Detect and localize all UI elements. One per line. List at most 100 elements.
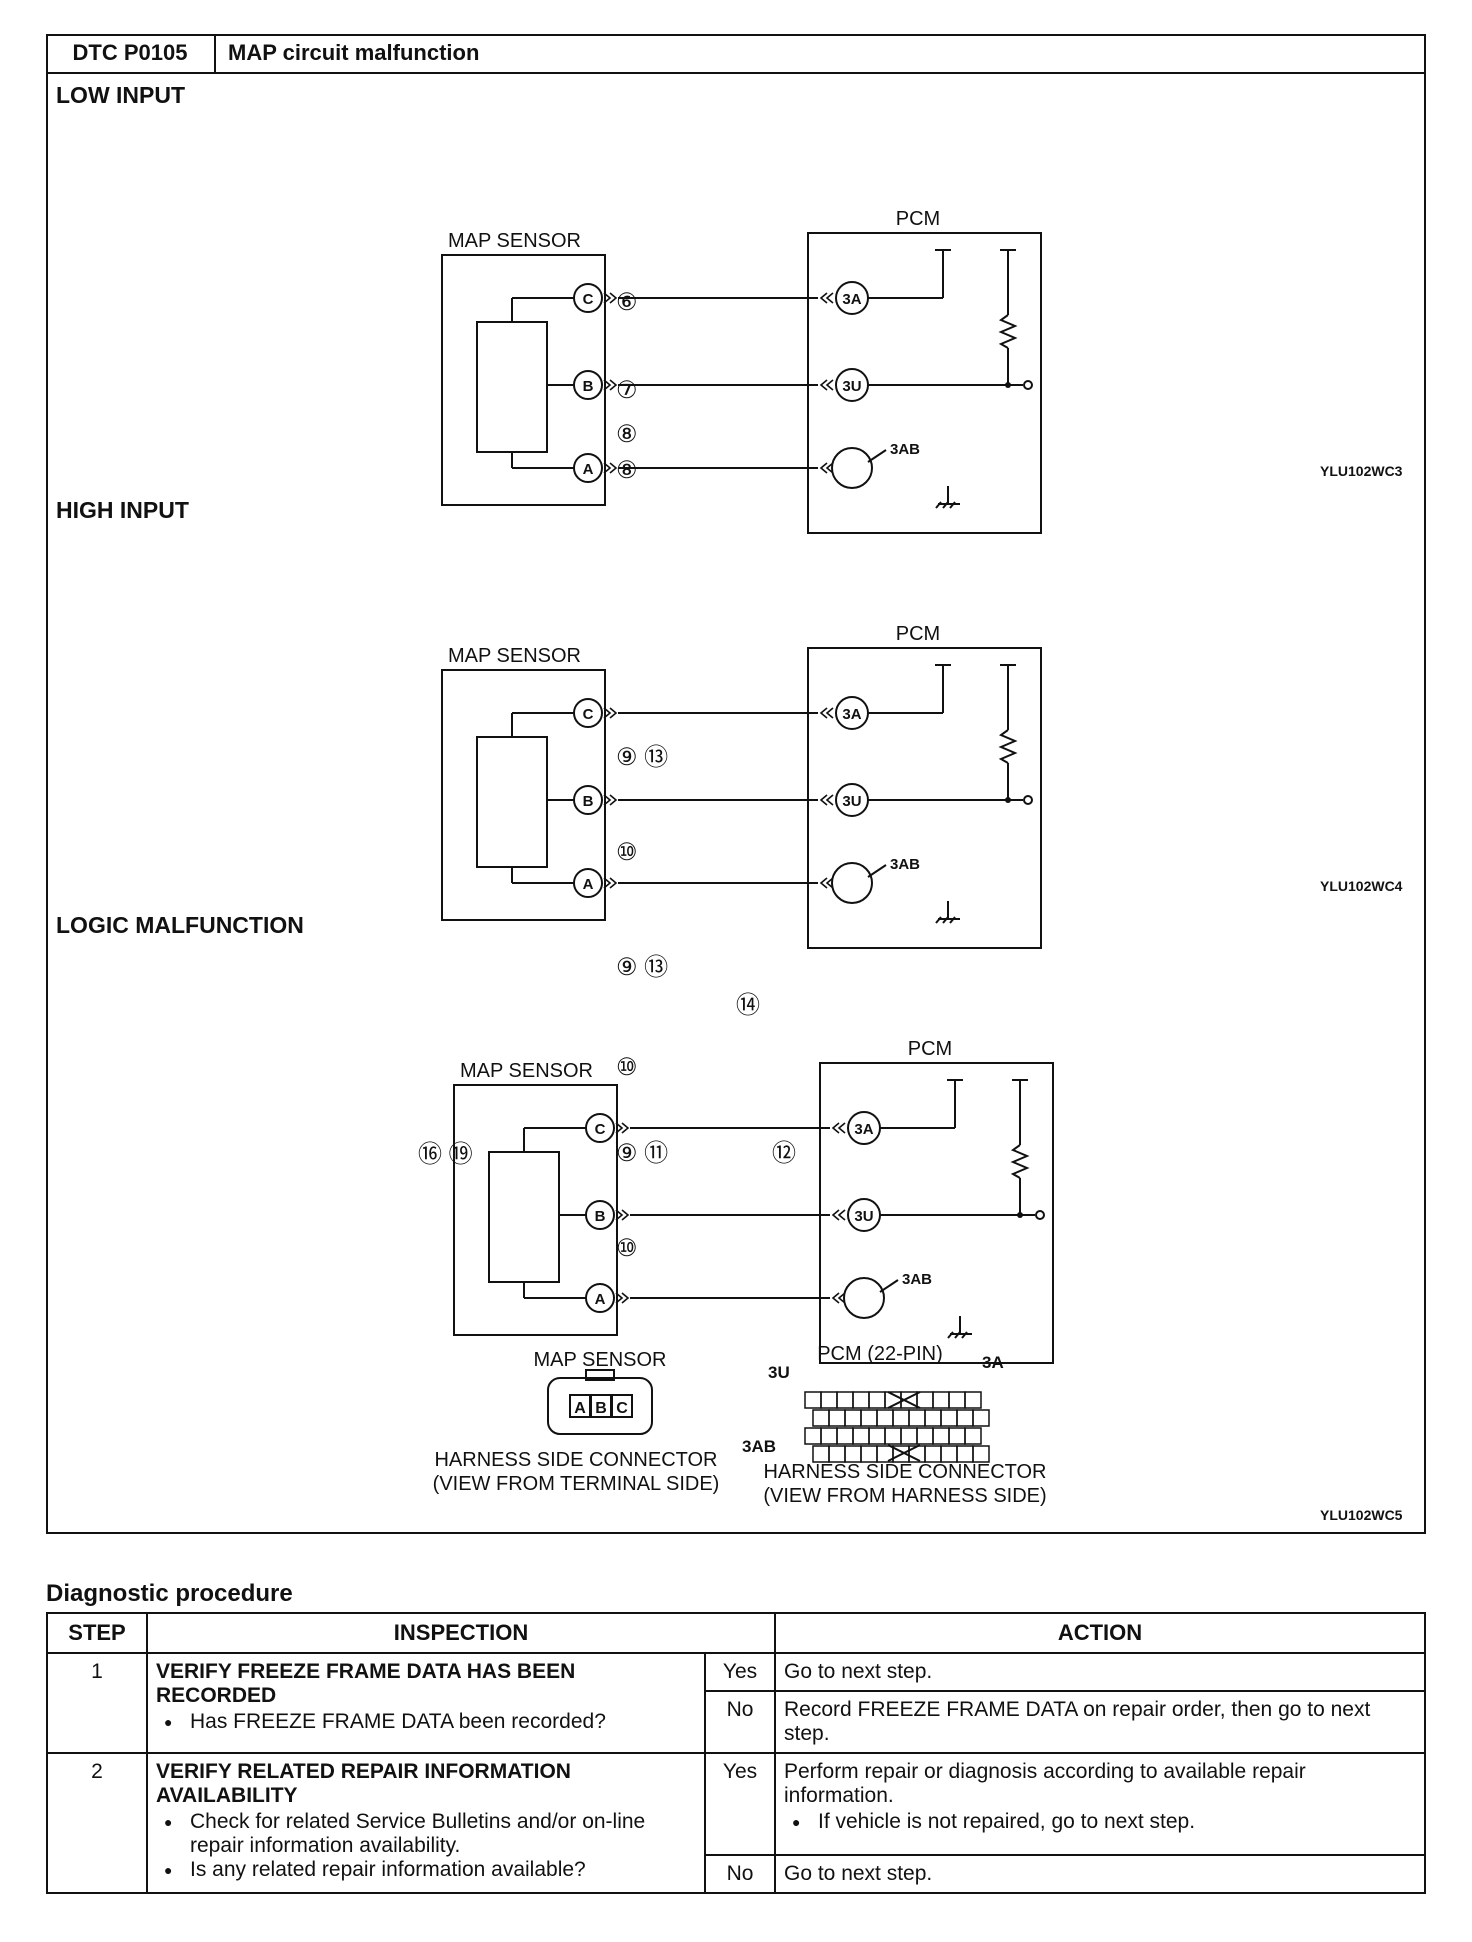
pcm-connector-pin xyxy=(892,1409,910,1427)
pcm-pin-label: 3U xyxy=(854,1208,873,1225)
yes-label: Yes xyxy=(704,1752,776,1856)
map-sensor-label: MAP SENSOR xyxy=(460,1060,593,1082)
pin-leader xyxy=(879,1279,899,1293)
no-action: Go to next step. xyxy=(774,1854,1426,1894)
sensor-pin-B xyxy=(585,1200,615,1230)
terminal-icon xyxy=(1035,1210,1045,1220)
pcm-connector-pin xyxy=(804,1391,822,1409)
section-title-high-input: HIGH INPUT xyxy=(56,497,189,523)
yes-action: Perform repair or diagnosis according to… xyxy=(784,1760,1306,1807)
connector-arrow-icon xyxy=(819,462,834,474)
pcm-connector-pin xyxy=(860,1445,878,1463)
connector-arrow-icon xyxy=(615,1209,630,1221)
pcm-connector-pin xyxy=(956,1445,974,1463)
pcm-pin-label: 3U xyxy=(842,378,861,395)
pcm-connector-pin xyxy=(932,1391,950,1409)
connector-arrow-icon xyxy=(603,707,618,719)
sensor-pin-label: B xyxy=(583,378,594,395)
pcm-connector-pin xyxy=(972,1409,990,1427)
table-header-row: STEP INSPECTION ACTION xyxy=(46,1612,1426,1654)
sensor-pin-label: C xyxy=(583,291,594,308)
connector-arrow-icon xyxy=(831,1122,846,1134)
pcm-connector-pin xyxy=(820,1391,838,1409)
yes-label: Yes xyxy=(704,1652,776,1692)
step-reference-mark: ⑧ xyxy=(616,457,638,484)
sensor-pin-A xyxy=(573,453,603,483)
connector-arrow-icon xyxy=(819,794,834,806)
sensor-pin-label: B xyxy=(595,1208,606,1225)
action-bullet: If vehicle is not repaired, go to next s… xyxy=(792,1810,1416,1834)
pcm-box xyxy=(807,647,1042,949)
section-title-logic-malfunction: LOGIC MALFUNCTION xyxy=(56,912,304,938)
pcm-connector-title: PCM (22-PIN) xyxy=(817,1343,943,1365)
header-action: ACTION xyxy=(774,1612,1426,1654)
pcm-connector-pin xyxy=(916,1427,934,1445)
connector-arrow-icon xyxy=(603,462,618,474)
pcm-label: PCM xyxy=(896,623,940,645)
sensor-connector-pin-label: A xyxy=(574,1400,586,1417)
connector-arrow-icon xyxy=(831,1209,846,1221)
ground-icon xyxy=(942,916,949,924)
step-reference-mark: ⑨ ⑬ xyxy=(616,954,668,981)
yes-action-cell: Perform repair or diagnosis according to… xyxy=(774,1752,1426,1856)
pcm-connector-pin xyxy=(948,1391,966,1409)
pin-leader xyxy=(867,449,887,463)
junction-dot xyxy=(1005,797,1011,803)
pcm-connector-pin xyxy=(964,1391,982,1409)
pcm-connector-pin-label: 3U xyxy=(768,1363,790,1382)
sensor-pin-C xyxy=(573,283,603,313)
section-title-low-input: LOW INPUT xyxy=(56,82,186,108)
pcm-connector-pin xyxy=(876,1409,894,1427)
pcm-connector-pin xyxy=(964,1427,982,1445)
pcm-connector-pin xyxy=(948,1427,966,1445)
procedure-table: STEP INSPECTION ACTION 1 VERIFY FREEZE F… xyxy=(46,1612,1426,1894)
diagram-frame xyxy=(46,34,1426,1534)
ground-icon xyxy=(949,501,956,509)
pcm-connector-pin xyxy=(940,1445,958,1463)
step-reference-mark: ⑨ ⑪ xyxy=(616,1140,668,1167)
pcm-connector-pin xyxy=(924,1409,942,1427)
resistor-icon xyxy=(998,729,1018,764)
ground-icon xyxy=(935,501,942,509)
connector-arrow-icon xyxy=(819,707,834,719)
pcm-pin-3ab xyxy=(831,862,873,904)
table-row: 1 VERIFY FREEZE FRAME DATA HAS BEEN RECO… xyxy=(46,1652,1426,1754)
table-row: No Go to next step. xyxy=(47,1854,1426,1894)
dtc-code: DTC P0105 xyxy=(46,34,216,72)
pcm-pin-label: 3AB xyxy=(890,441,920,458)
ground-icon xyxy=(942,501,949,509)
header-inspection: INSPECTION xyxy=(146,1612,776,1654)
step-reference-mark: ⑩ xyxy=(616,839,638,866)
sensor-pin-label: A xyxy=(595,1291,606,1308)
pcm-connector-caption: (VIEW FROM HARNESS SIDE) xyxy=(763,1485,1046,1507)
step-reference-mark: ⑯ ⑲ xyxy=(418,1141,473,1168)
pcm-connector-pin xyxy=(868,1427,886,1445)
step-number: 1 xyxy=(46,1652,148,1754)
terminal-icon xyxy=(1023,380,1033,390)
ground-icon xyxy=(954,1331,961,1339)
inspection-bullet: Has FREEZE FRAME DATA been recorded? xyxy=(164,1710,696,1734)
connector-arrow-icon xyxy=(819,877,834,889)
no-label: No xyxy=(704,1854,776,1894)
sensor-connector-caption: (VIEW FROM TERMINAL SIDE) xyxy=(433,1473,720,1495)
pcm-connector-pin xyxy=(908,1409,926,1427)
junction-dot xyxy=(1005,382,1011,388)
sensor-pin-C xyxy=(573,698,603,728)
connector-arrow-icon xyxy=(603,794,618,806)
pcm-connector-key xyxy=(887,1444,921,1462)
pcm-pin-label: 3A xyxy=(854,1121,873,1138)
step-inspection: VERIFY RELATED REPAIR INFORMATION AVAILA… xyxy=(146,1752,706,1894)
step-reference-mark: ⑭ xyxy=(736,992,760,1019)
pcm-connector-pin xyxy=(956,1409,974,1427)
pcm-pin-3ab xyxy=(843,1277,885,1319)
step-reference-mark: ⑦ xyxy=(616,377,638,404)
sensor-connector-pin xyxy=(611,1394,633,1418)
sensor-element xyxy=(488,1151,560,1283)
terminal-icon xyxy=(1023,795,1033,805)
connector-arrow-icon xyxy=(603,379,618,391)
sensor-pin-label: A xyxy=(583,876,594,893)
connector-arrow-icon xyxy=(819,379,834,391)
dtc-header: DTC P0105 MAP circuit malfunction xyxy=(46,34,1426,74)
pcm-connector-pin xyxy=(836,1427,854,1445)
sensor-pin-C xyxy=(585,1113,615,1143)
